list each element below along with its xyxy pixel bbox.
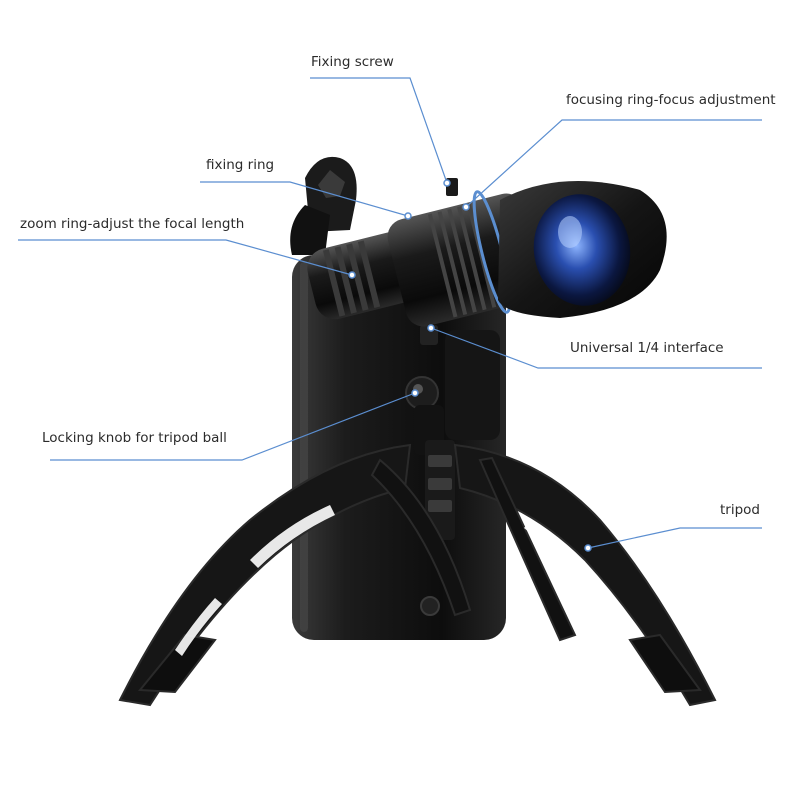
label-zoom-ring: zoom ring-adjust the focal length <box>20 216 245 232</box>
label-fixing-screw: Fixing screw <box>311 54 394 70</box>
label-focusing-ring: focusing ring-focus adjustment <box>566 92 776 108</box>
tripod-cutouts <box>175 505 650 684</box>
phone-clip <box>290 156 357 255</box>
leader-zoom-ring <box>18 239 353 276</box>
leader-universal-interface <box>430 327 762 369</box>
label-locking-knob: Locking knob for tripod ball <box>42 430 227 446</box>
leader-lines <box>18 77 762 549</box>
leader-fixing-screw <box>310 77 448 184</box>
leader-fixing-ring <box>200 181 409 217</box>
telephoto-lens <box>307 178 667 327</box>
leader-tripod <box>587 527 762 549</box>
label-universal-interface: Universal 1/4 interface <box>570 340 724 356</box>
leader-focusing-ring <box>465 119 762 208</box>
label-fixing-ring: fixing ring <box>206 157 275 173</box>
leader-dots <box>348 179 592 552</box>
tripod-mount <box>405 325 500 540</box>
label-tripod: tripod <box>720 502 760 518</box>
leader-locking-knob <box>50 392 416 461</box>
